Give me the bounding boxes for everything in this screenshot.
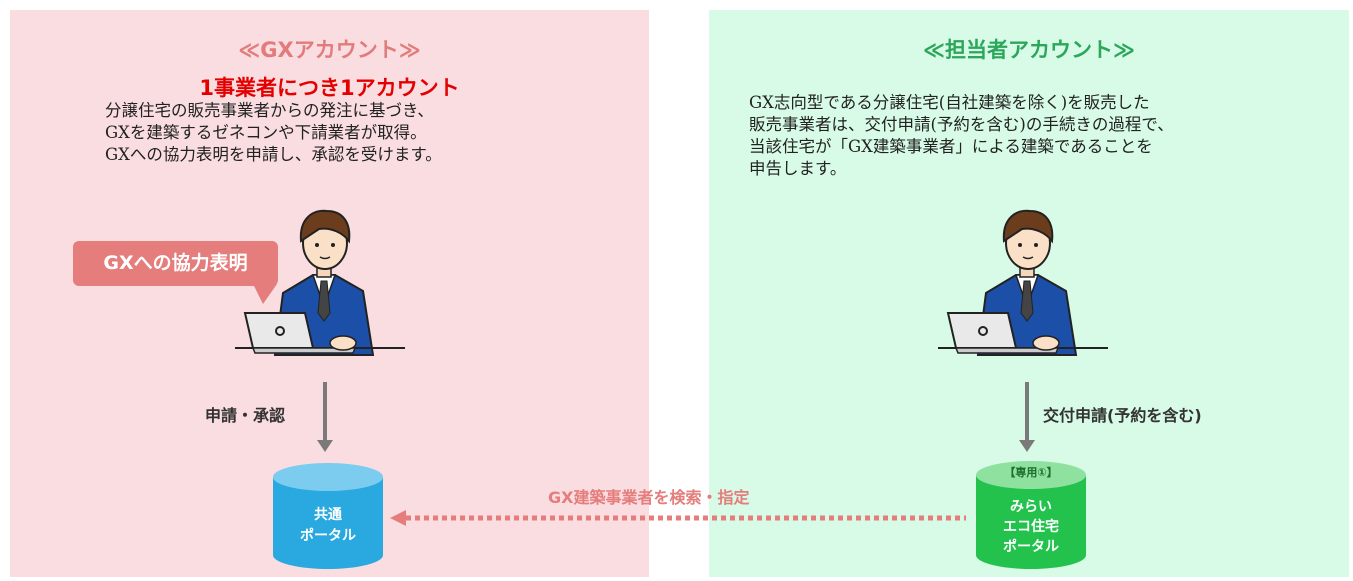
left-arrow-icon <box>390 510 406 526</box>
search-designate-label: GX建築事業者を検索・指定 <box>548 488 750 507</box>
mirai-eco-portal-label: みらい エコ住宅 ポータル <box>975 497 1087 557</box>
gx-account-title: ≪GXアカウント≫ <box>238 38 421 62</box>
gx-desc-line: GXを建築するゼネコンや下請業者が取得。 <box>105 123 427 142</box>
common-portal-label: 共通 ポータル <box>272 505 384 547</box>
businessperson-laptop-illustration <box>235 209 405 356</box>
apply-approve-label: 申請・承認 <box>205 406 286 425</box>
flow-line <box>1025 382 1029 440</box>
mirai-eco-portal-database-icon <box>976 461 1086 569</box>
portal-tag: 【専用①】 <box>1004 466 1058 479</box>
staff-desc-line: 販売事業者は、交付申請(予約を含む)の手続きの過程で、 <box>749 115 1174 134</box>
businessperson-laptop-illustration <box>938 209 1108 356</box>
staff-desc-line: 申告します。 <box>749 159 847 178</box>
down-arrow-icon <box>317 440 333 452</box>
gx-account-description: 分譲住宅の販売事業者からの発注に基づき、 GXを建築するゼネコンや下請業者が取得… <box>105 100 645 166</box>
portal-label-line: ポータル <box>1003 539 1059 555</box>
portal-label-line: エコ住宅 <box>1003 519 1059 535</box>
portal-label-line: みらい <box>1010 499 1052 515</box>
cooperation-statement-bubble: GXへの協力表明 <box>73 241 278 286</box>
bubble-tail <box>253 284 277 304</box>
down-arrow-icon <box>1019 440 1035 452</box>
dotted-arrow-connector <box>390 510 966 526</box>
common-portal-database-icon <box>273 463 383 569</box>
gx-desc-line: 分譲住宅の販売事業者からの発注に基づき、 <box>105 101 434 120</box>
portal-label-line: ポータル <box>300 528 356 544</box>
staff-account-description: GX志向型である分譲住宅(自社建築を除く)を販売した 販売事業者は、交付申請(予… <box>749 92 1339 180</box>
gx-account-subtitle: 1事業者につき1アカウント <box>199 76 460 100</box>
gx-desc-line: GXへの協力表明を申請し、承認を受けます。 <box>105 145 442 164</box>
staff-desc-line: GX志向型である分譲住宅(自社建築を除く)を販売した <box>749 93 1150 112</box>
grant-application-label: 交付申請(予約を含む) <box>1043 406 1202 425</box>
staff-desc-line: 当該住宅が「GX建築事業者」による建築であることを <box>749 137 1153 156</box>
portal-label-line: 共通 <box>314 507 342 523</box>
flow-line <box>323 382 327 440</box>
staff-account-title: ≪担当者アカウント≫ <box>923 38 1135 62</box>
